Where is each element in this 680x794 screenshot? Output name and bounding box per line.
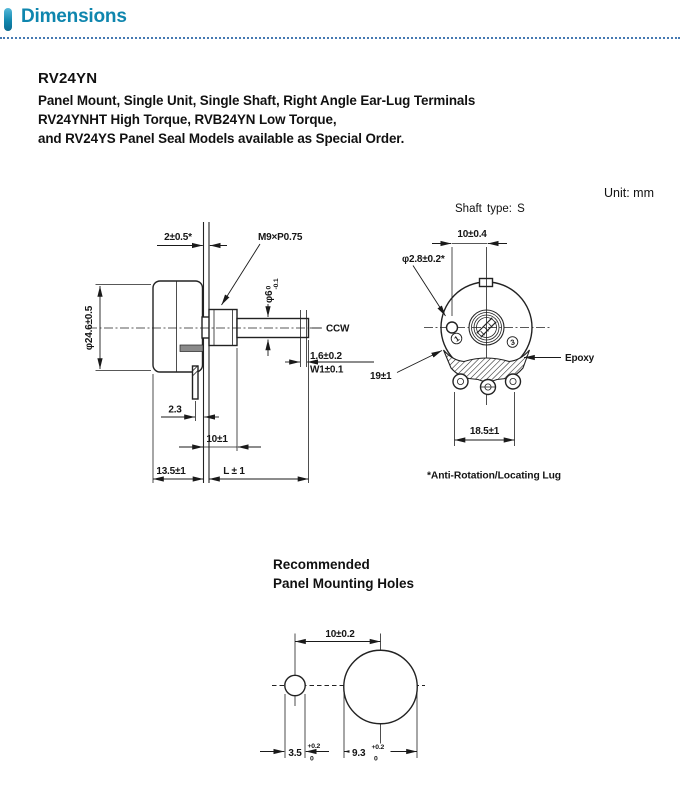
dim-panel-thickness: 2±0.5* — [164, 232, 192, 243]
description-line-3: and RV24YS Panel Seal Models available a… — [38, 130, 405, 146]
front-view-drawing: 1 3 10±0.4 φ2.8±0.2* Epoxy 19±1 18.5±1 *… — [370, 229, 595, 482]
description-line-2: RV24YNHT High Torque, RVB24YN Low Torque… — [38, 111, 337, 127]
dim-terminal-to-panel: 2.3 — [168, 405, 182, 416]
epoxy-label: Epoxy — [565, 353, 595, 364]
terminal-number-1: 1 — [452, 334, 460, 344]
description-line-1: Panel Mount, Single Unit, Single Shaft, … — [38, 93, 476, 108]
mounting-title-line-1: Recommended — [273, 557, 370, 572]
page-title: Dimensions — [21, 6, 127, 27]
dim-shaft-length: L ± 1 — [223, 466, 245, 477]
mounting-holes-dimensions: 10±0.2 3.5 +0.2 0 9.3 +0.2 0 — [260, 629, 418, 763]
section-marker-icon — [4, 8, 12, 31]
dim-shaft-diameter-tol-lower: -0.1 — [273, 278, 280, 289]
dim-large-hole-tol-lower: 0 — [374, 756, 378, 763]
dim-body-diameter: φ24.6±0.5 — [84, 305, 95, 350]
anti-rotation-note: *Anti-Rotation/Locating Lug — [427, 471, 561, 482]
mounting-holes-drawing: 10±0.2 3.5 +0.2 0 9.3 +0.2 0 — [260, 629, 425, 763]
dim-large-hole: 9.3 — [352, 748, 366, 759]
dim-small-hole: 3.5 — [288, 748, 302, 759]
side-view-drawing: 2±0.5* M9×P0.75 φ24.6±0.5 φ6 0 -0.1 CCW … — [84, 222, 374, 483]
dim-lug-diameter: φ2.8±0.2* — [402, 254, 445, 265]
dim-terminal-span: 18.5±1 — [470, 426, 500, 437]
unit-label: Unit: mm — [604, 186, 654, 200]
dim-shaft-diameter-tol-upper: 0 — [266, 286, 273, 290]
dim-lug-offset: 10±0.4 — [457, 229, 487, 240]
dim-thread-spec: M9×P0.75 — [258, 232, 303, 243]
side-view-dimensions: 2±0.5* M9×P0.75 φ24.6±0.5 φ6 0 -0.1 CCW … — [84, 232, 374, 483]
dim-slot-depth: 1.6±0.2 — [310, 351, 343, 362]
dim-hole-spacing: 10±0.2 — [325, 629, 355, 640]
mounting-title-block: Recommended Panel Mounting Holes — [273, 555, 414, 593]
dim-small-hole-tol-upper: +0.2 — [308, 743, 321, 750]
mounting-title-line-2: Panel Mounting Holes — [273, 576, 415, 591]
product-title-block: RV24YN Panel Mount, Single Unit, Single … — [38, 70, 475, 148]
dotted-divider — [0, 37, 680, 39]
dim-slot-width: W1±0.1 — [310, 365, 344, 376]
rotation-direction-label: CCW — [326, 324, 350, 335]
dim-large-hole-tol-upper: +0.2 — [372, 744, 385, 751]
front-view-dimensions: 10±0.4 φ2.8±0.2* Epoxy 19±1 18.5±1 *Anti… — [370, 229, 595, 482]
front-view-geometry: 1 3 — [424, 247, 551, 405]
dim-seal: 19±1 — [370, 371, 392, 382]
dim-body-depth: 13.5±1 — [156, 466, 186, 477]
mounting-holes-geometry — [272, 633, 425, 748]
side-view-geometry — [88, 222, 322, 483]
dim-shaft-diameter: φ6 — [264, 290, 275, 303]
dim-small-hole-tol-lower: 0 — [310, 756, 314, 763]
terminal-number-3: 3 — [509, 337, 515, 347]
model-name: RV24YN — [38, 70, 98, 87]
shaft-type-label: Shaft type: S — [455, 203, 525, 215]
dim-bushing-length: 10±1 — [206, 434, 228, 445]
